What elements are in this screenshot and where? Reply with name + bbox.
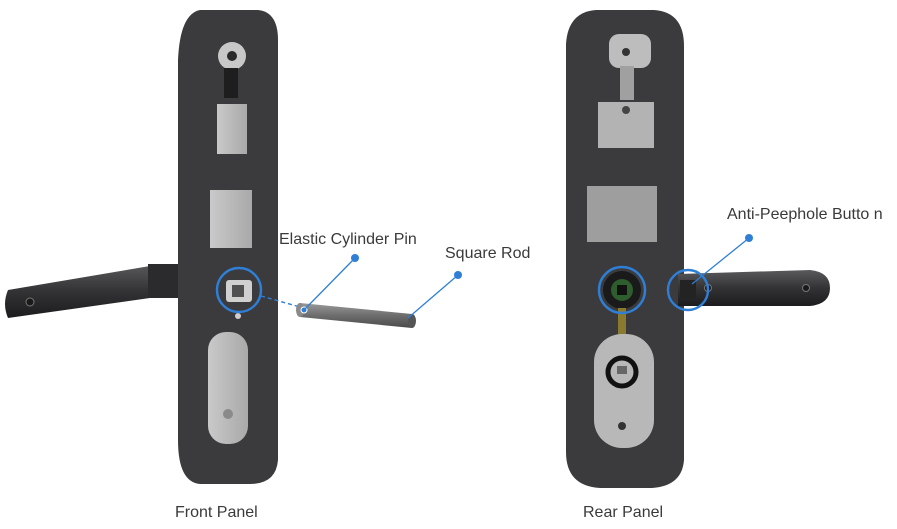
callout-dot-square-rod bbox=[454, 271, 462, 279]
rear-plate-middle bbox=[587, 186, 657, 242]
callout-dot-elastic-pin bbox=[351, 254, 359, 262]
label-elastic-cylinder-pin: Elastic Cylinder Pin bbox=[279, 231, 417, 248]
front-plate-bottom bbox=[208, 332, 248, 444]
anti-peephole-button bbox=[680, 280, 696, 298]
front-plate-middle bbox=[210, 190, 252, 248]
front-spindle-callout bbox=[215, 266, 263, 314]
caption-front-panel: Front Panel bbox=[175, 504, 258, 521]
label-square-rod: Square Rod bbox=[445, 245, 531, 262]
callout-dot-anti-peephole bbox=[745, 234, 753, 242]
rear-panel bbox=[566, 10, 830, 488]
front-handle bbox=[5, 264, 178, 318]
square-rod bbox=[296, 303, 416, 328]
anti-peephole-callout bbox=[666, 268, 710, 312]
rear-spindle-callout bbox=[597, 265, 647, 315]
rear-plate-bottom bbox=[594, 334, 654, 448]
callout-anti-peephole bbox=[691, 234, 753, 285]
front-plate-upper bbox=[217, 104, 247, 154]
label-anti-peephole-button: Anti-Peephole Butto n bbox=[727, 206, 883, 223]
callout-elastic-pin bbox=[303, 254, 359, 311]
rear-handle bbox=[678, 270, 830, 306]
caption-rear-panel: Rear Panel bbox=[583, 504, 664, 521]
callout-square-rod bbox=[407, 271, 462, 319]
front-panel bbox=[5, 10, 278, 484]
